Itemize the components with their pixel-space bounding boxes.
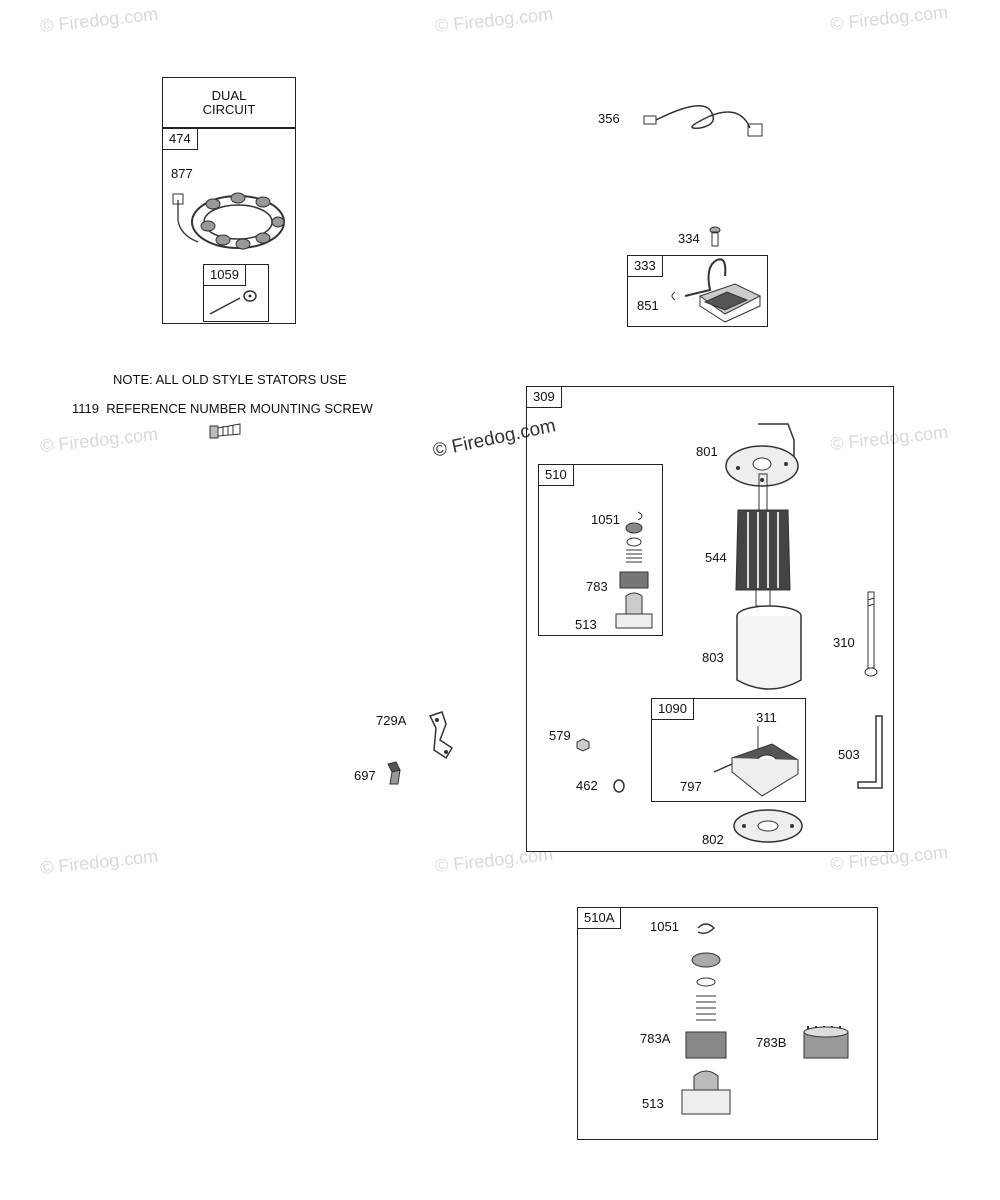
part-label-851[interactable]: 851 bbox=[637, 298, 659, 313]
bracket-503-icon bbox=[857, 715, 883, 789]
part-label-729A[interactable]: 729A bbox=[376, 713, 407, 728]
part-label-697[interactable]: 697 bbox=[354, 768, 376, 783]
note-text: REFERENCE NUMBER MOUNTING SCREW bbox=[106, 401, 373, 416]
note-line-1: NOTE: ALL OLD STYLE STATORS USE bbox=[113, 372, 347, 387]
watermark: © Firedog.com bbox=[829, 1, 949, 35]
drive-kit-box: 510A bbox=[577, 907, 878, 1140]
stator-group-box: 474 1059 bbox=[162, 128, 296, 324]
washer-462-icon bbox=[613, 779, 625, 793]
part-label-544[interactable]: 544 bbox=[705, 550, 727, 565]
group-ref-510A[interactable]: 510A bbox=[578, 908, 622, 929]
part-label-783B[interactable]: 783B bbox=[756, 1035, 787, 1050]
dual-circuit-title: DUAL CIRCUIT bbox=[162, 77, 296, 128]
drive-group-box: 510 bbox=[538, 464, 663, 636]
part-label-513-kit[interactable]: 513 bbox=[642, 1096, 664, 1111]
group-ref-510[interactable]: 510 bbox=[539, 465, 574, 486]
part-label-356[interactable]: 356 bbox=[598, 111, 620, 126]
part-label-877[interactable]: 877 bbox=[171, 166, 193, 181]
nut-579-icon bbox=[576, 738, 590, 752]
regulator-icon bbox=[671, 258, 762, 323]
housing-803-icon bbox=[736, 605, 802, 690]
bolt-697-icon bbox=[387, 761, 401, 785]
part-label-803[interactable]: 803 bbox=[702, 650, 724, 665]
title-line: DUAL bbox=[211, 87, 247, 103]
part-label-310[interactable]: 310 bbox=[833, 635, 855, 650]
part-label-1051[interactable]: 1051 bbox=[591, 512, 620, 527]
part-label-311[interactable]: 311 bbox=[756, 710, 777, 725]
brush-holder-icon bbox=[713, 726, 799, 797]
stator-icon bbox=[172, 192, 285, 250]
part-label-334[interactable]: 334 bbox=[678, 231, 700, 246]
part-label-797[interactable]: 797 bbox=[680, 779, 702, 794]
subgroup-box-1059: 1059 bbox=[203, 264, 269, 322]
part-label-462[interactable]: 462 bbox=[576, 778, 598, 793]
part-label-1119[interactable]: 1119 bbox=[72, 401, 99, 416]
mounting-screw-icon bbox=[209, 423, 241, 439]
group-ref-309[interactable]: 309 bbox=[527, 387, 562, 408]
watermark: © Firedog.com bbox=[39, 3, 159, 37]
group-ref-474[interactable]: 474 bbox=[163, 129, 198, 150]
watermark: © Firedog.com bbox=[39, 423, 159, 457]
gear-783B-icon bbox=[803, 1026, 849, 1059]
watermark: © Firedog.com bbox=[39, 845, 159, 879]
title-line: CIRCUIT bbox=[202, 101, 256, 117]
part-label-579[interactable]: 579 bbox=[549, 728, 571, 743]
drive-stack-icon bbox=[615, 511, 653, 629]
watermark: © Firedog.com bbox=[434, 3, 554, 37]
part-label-783[interactable]: 783 bbox=[586, 579, 608, 594]
end-plate-802-icon bbox=[733, 809, 803, 843]
screw-washer-icon bbox=[209, 290, 257, 315]
starter-group-box: 309 510 1090 bbox=[526, 386, 894, 852]
brush-group-box: 1090 bbox=[651, 698, 806, 802]
screw-334-icon bbox=[709, 226, 721, 247]
part-label-513[interactable]: 513 bbox=[575, 617, 597, 632]
part-label-802[interactable]: 802 bbox=[702, 832, 724, 847]
group-ref-1090[interactable]: 1090 bbox=[652, 699, 694, 720]
part-label-1051-kit[interactable]: 1051 bbox=[650, 919, 679, 934]
part-label-503[interactable]: 503 bbox=[838, 747, 860, 762]
group-ref-333[interactable]: 333 bbox=[628, 256, 663, 277]
armature-544-icon bbox=[735, 473, 791, 607]
group-ref-1059[interactable]: 1059 bbox=[204, 265, 246, 286]
through-bolt-310-icon bbox=[864, 591, 878, 677]
part-label-783A[interactable]: 783A bbox=[640, 1031, 671, 1046]
drive-kit-stack-icon bbox=[681, 923, 731, 1115]
part-label-801[interactable]: 801 bbox=[696, 444, 718, 459]
bracket-729A-icon bbox=[428, 711, 454, 760]
regulator-group-box: 333 bbox=[627, 255, 768, 327]
wire-harness-icon bbox=[643, 105, 763, 137]
end-cap-801-icon bbox=[725, 423, 799, 487]
note-line-2: 1119 REFERENCE NUMBER MOUNTING SCREW bbox=[72, 401, 373, 416]
